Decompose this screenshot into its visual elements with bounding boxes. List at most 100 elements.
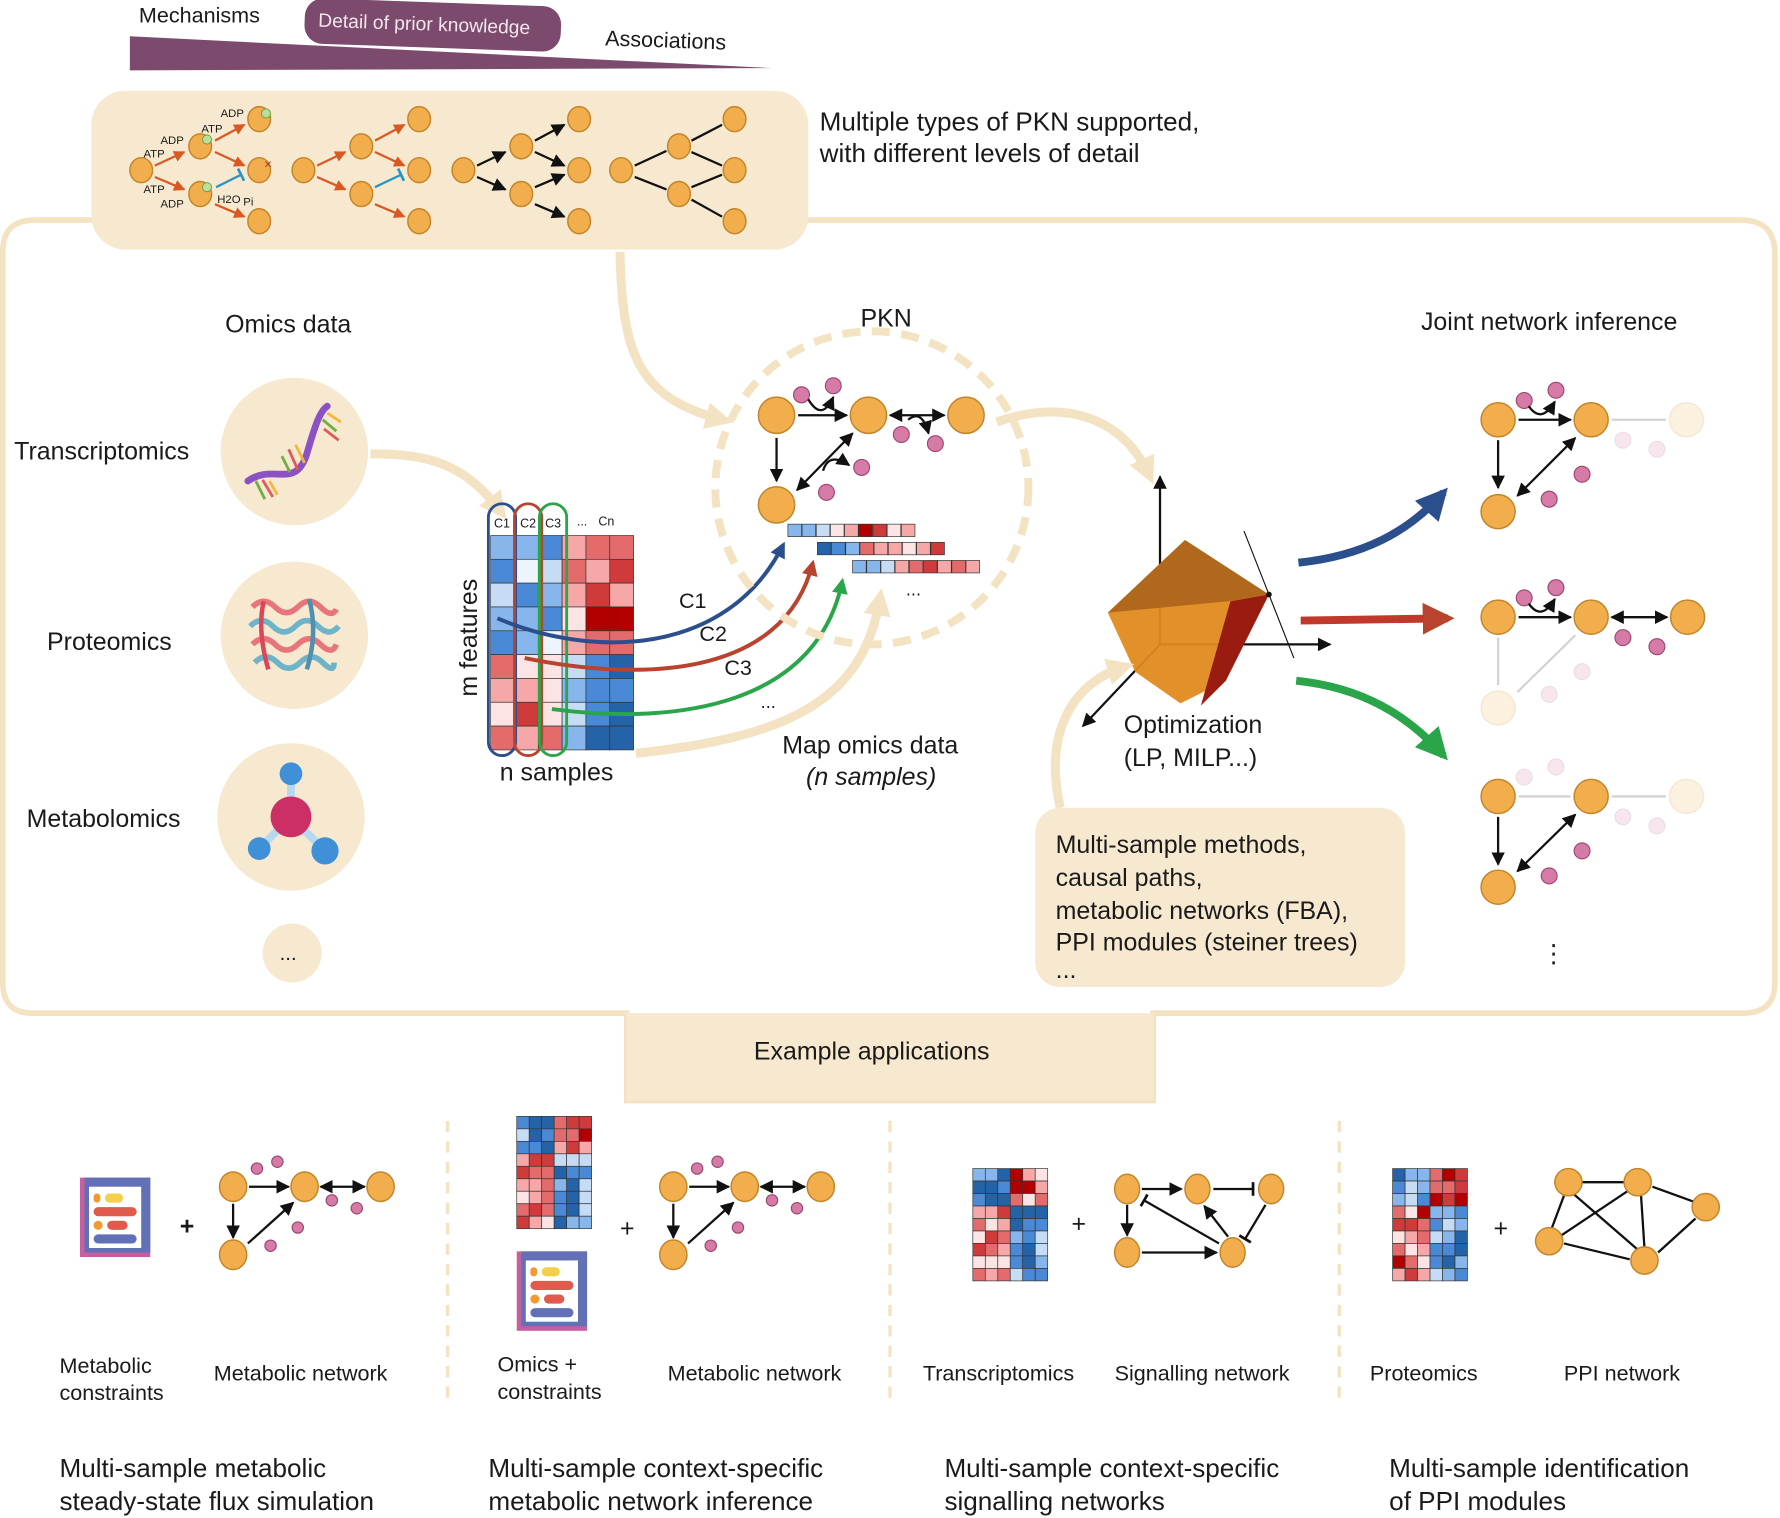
heatmap-cell <box>1034 1268 1049 1282</box>
input-label: constraints <box>497 1379 601 1404</box>
pkn-bars-ellipsis: ... <box>906 580 921 600</box>
pkn-directed <box>451 105 592 235</box>
heatmap-cell <box>516 1178 530 1192</box>
heatmap-cell <box>1034 1243 1049 1257</box>
heatmap-cell <box>553 1116 567 1130</box>
heatmap-cell <box>553 1128 567 1142</box>
heatmap-cell <box>1429 1180 1443 1194</box>
heatmap-cell <box>490 654 515 679</box>
sample-c3-outline <box>538 502 569 758</box>
heatmap-cell <box>514 558 539 584</box>
omics-section: Omics data Transcriptomics <box>14 310 369 983</box>
heatmap-cell <box>609 558 634 584</box>
heatmap-cell <box>516 1116 530 1130</box>
input-label: Metabolic <box>60 1353 152 1378</box>
heatmap-cell <box>1404 1243 1418 1257</box>
heatmap-cell <box>490 630 515 655</box>
data-bar-cell <box>902 541 917 556</box>
heatmap-proteomics <box>1392 1168 1468 1282</box>
metabolite <box>853 458 871 476</box>
heatmap-cell <box>1392 1255 1406 1269</box>
heatmap-cell <box>1429 1193 1443 1207</box>
heatmap-cell <box>997 1268 1011 1282</box>
heatmap-cell <box>972 1193 986 1207</box>
heatmap-cell <box>1442 1180 1456 1194</box>
pkn-network <box>757 377 985 524</box>
data-bar-cell <box>866 560 881 574</box>
metabolite <box>824 377 842 395</box>
heatmap-cell <box>1417 1193 1431 1207</box>
omics-title: Omics data <box>225 310 351 338</box>
heatmap-cell <box>1009 1268 1024 1282</box>
pkn-input-arrow <box>615 251 733 429</box>
heatmap-cell <box>984 1180 999 1194</box>
heatmap-cell <box>578 1165 592 1180</box>
data-bar-cell <box>923 560 938 574</box>
result-arrow-red <box>1300 602 1455 635</box>
map-caption-line2: (n samples) <box>806 763 936 791</box>
data-bar-cell <box>817 541 832 556</box>
annotation-h2o: H2O <box>217 194 240 206</box>
pkn-node <box>757 396 796 435</box>
heatmap-cell <box>541 1140 555 1155</box>
data-bar-cell <box>901 523 916 537</box>
heatmap-cell <box>1442 1243 1456 1257</box>
heatmap-cell <box>1022 1205 1036 1219</box>
data-bar-cell <box>937 560 952 574</box>
pkn-undirected <box>609 105 747 235</box>
result-arrow-blue <box>1298 487 1448 567</box>
omics-more-ellipsis: ... <box>280 943 297 965</box>
data-bar-cell <box>965 560 980 574</box>
heatmap-cell <box>1429 1243 1443 1257</box>
heatmap-cell <box>984 1243 999 1257</box>
heatmap-cell <box>1022 1193 1036 1207</box>
heatmap-cell <box>516 1128 530 1142</box>
heatmap-cell <box>566 1128 580 1142</box>
heatmap-cell <box>1442 1168 1456 1182</box>
heatmap-cell <box>1392 1230 1406 1244</box>
application-panel-2: + Omics + constraints Metabolic network … <box>488 1116 842 1516</box>
heatmap-cell <box>528 1140 543 1155</box>
heatmap-cell <box>1404 1255 1418 1269</box>
application-title: Multi-sample identification <box>1389 1453 1689 1483</box>
inferred-network-2 <box>1480 579 1706 726</box>
data-bar-cell <box>801 523 817 537</box>
heatmap-cell <box>609 582 634 608</box>
heatmap-cell <box>1392 1268 1406 1282</box>
heatmap-cell <box>1417 1268 1431 1282</box>
input-label: Omics + <box>497 1352 577 1377</box>
heatmap-cell <box>1417 1230 1431 1244</box>
input-label: Proteomics <box>1370 1361 1478 1386</box>
heatmap-cell <box>984 1255 999 1269</box>
heatmap-cell <box>1429 1218 1443 1232</box>
samples-axis-label: n samples <box>500 759 614 787</box>
plus-sign: + <box>620 1215 635 1243</box>
pkn-types-caption-line1: Multiple types of PKN supported, <box>820 106 1200 136</box>
application-title: metabolic network inference <box>488 1486 813 1516</box>
heatmap-cell <box>997 1180 1011 1194</box>
curve-label-c3: C3 <box>724 655 752 680</box>
heatmap-cell <box>1034 1180 1049 1194</box>
methods-box: Multi-sample methods, causal paths, meta… <box>1035 807 1406 988</box>
heatmap-cell <box>1417 1255 1431 1269</box>
heatmap-cell <box>984 1268 999 1282</box>
application-panel-4: + Proteomics PPI network Multi-sample id… <box>1370 1167 1721 1516</box>
detail-wedge <box>129 36 773 71</box>
heatmap-cell <box>1429 1255 1443 1269</box>
heatmap-cell <box>972 1168 986 1182</box>
methods-line: metabolic networks (FBA), <box>1056 897 1348 925</box>
data-bar-cell <box>916 541 931 556</box>
heatmap-cell <box>566 1178 580 1192</box>
heatmap-cell <box>566 1116 580 1130</box>
heatmap-cell <box>997 1168 1011 1182</box>
heatmap-cell <box>1392 1180 1406 1194</box>
annotation-adp: ADP <box>160 199 183 211</box>
data-bar-cell <box>951 560 966 574</box>
heatmap-cell <box>566 1215 580 1230</box>
annotation-atp: ATP <box>201 124 222 136</box>
heatmap-cell <box>528 1215 543 1230</box>
heatmap-cell <box>1454 1255 1468 1269</box>
heatmap-cell <box>972 1243 986 1257</box>
heatmap-cell <box>1442 1255 1456 1269</box>
